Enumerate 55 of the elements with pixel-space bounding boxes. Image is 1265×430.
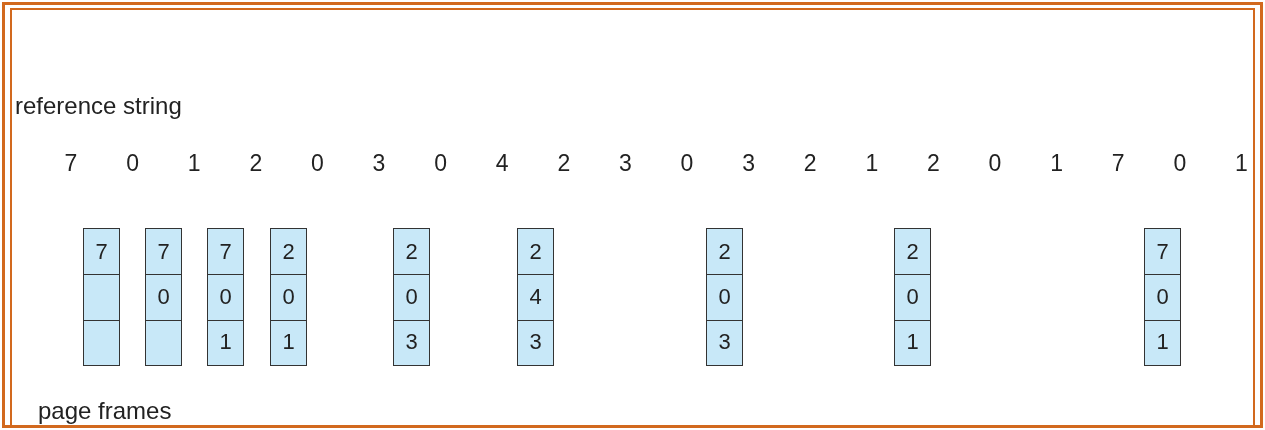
reference-number: 0 xyxy=(433,150,448,177)
reference-number: 7 xyxy=(63,150,79,177)
frame-cell: 1 xyxy=(895,319,930,364)
frame-cell: 7 xyxy=(208,229,243,275)
frame-cell: 2 xyxy=(707,229,742,275)
frame-cell: 3 xyxy=(707,319,742,364)
reference-number: 3 xyxy=(741,150,756,177)
frame-cell: 7 xyxy=(146,229,181,275)
frame-cell: 0 xyxy=(271,274,306,320)
frame-cell: 0 xyxy=(394,274,429,320)
reference-number: 0 xyxy=(1172,150,1188,177)
frame-column xyxy=(706,228,743,366)
frame-cell: 0 xyxy=(208,274,243,320)
frame-cell: 2 xyxy=(895,229,930,275)
frame-cell: 0 xyxy=(707,274,742,320)
reference-number: 1 xyxy=(864,150,880,177)
reference-number: 4 xyxy=(494,150,510,177)
frame-column xyxy=(207,228,244,366)
reference-number: 2 xyxy=(926,150,941,177)
frame-cell: 2 xyxy=(271,229,306,275)
frame-cell: 1 xyxy=(208,319,243,364)
reference-number: 2 xyxy=(556,150,572,177)
reference-number: 0 xyxy=(679,150,695,177)
frame-cell: 2 xyxy=(518,229,553,275)
frame-cell: 0 xyxy=(895,274,930,320)
reference-number: 1 xyxy=(1234,150,1249,177)
frame-cell: 3 xyxy=(394,319,429,364)
frame-cell: 0 xyxy=(1145,274,1180,320)
reference-number: 1 xyxy=(186,150,202,177)
frame-cell: 4 xyxy=(518,274,553,320)
frame-column xyxy=(517,228,554,366)
row-label: page frames xyxy=(38,397,172,425)
frame-column xyxy=(894,228,931,366)
reference-number: 3 xyxy=(618,150,633,177)
frame-cell: 3 xyxy=(518,319,553,364)
frame-cell: 7 xyxy=(84,229,119,275)
frame-column xyxy=(270,228,307,366)
frame-cell: 7 xyxy=(1145,229,1180,275)
frame-column xyxy=(393,228,430,366)
reference-number: 2 xyxy=(248,150,264,177)
reference-number: 0 xyxy=(310,150,325,177)
reference-number: 2 xyxy=(802,150,818,177)
reference-number: 1 xyxy=(1049,150,1064,177)
reference-number: 0 xyxy=(125,150,140,177)
reference-number: 0 xyxy=(987,150,1003,177)
frame-cell: 2 xyxy=(394,229,429,275)
reference-number: 3 xyxy=(371,150,387,177)
reference-number: 7 xyxy=(1110,150,1126,177)
row-label: reference string xyxy=(15,92,182,120)
frame-cell: 0 xyxy=(146,274,181,320)
frame-column xyxy=(145,228,182,366)
frame-column xyxy=(1144,228,1181,366)
frame-cell: 1 xyxy=(1145,319,1180,364)
frame-column xyxy=(83,228,120,366)
frame-cell: 1 xyxy=(271,319,306,364)
